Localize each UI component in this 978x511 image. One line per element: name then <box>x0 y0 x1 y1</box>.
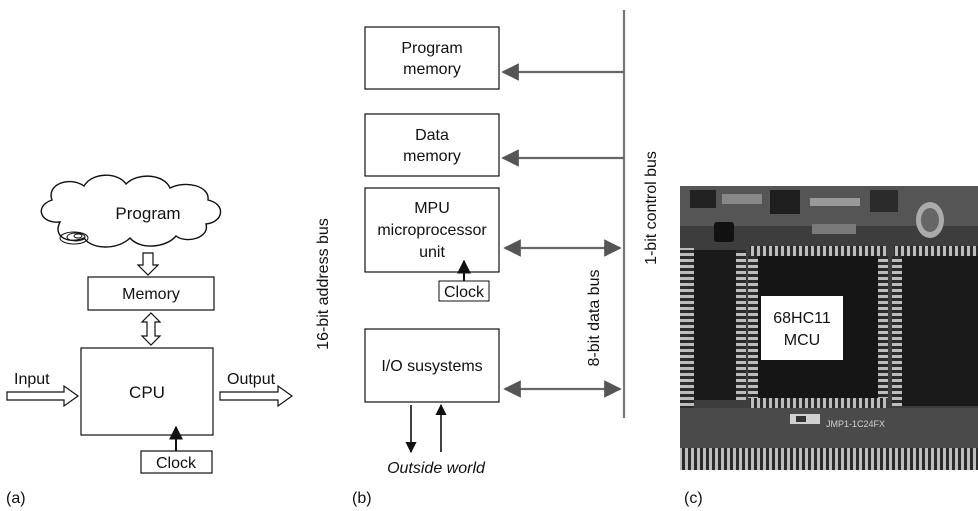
cpu-label: CPU <box>129 383 165 402</box>
clock-box <box>140 450 213 474</box>
caption-a: (a) <box>6 490 26 507</box>
io-label: I/O susystems <box>381 358 482 375</box>
input-arrow <box>6 384 80 408</box>
data-bus-label: 8-bit data bus <box>586 270 603 367</box>
mpu-clock-label: Clock <box>444 284 485 301</box>
mpu-line2: microprocessor <box>377 222 487 239</box>
io-box <box>364 328 500 403</box>
chip-label-line2: MCU <box>784 332 820 349</box>
outside-world-label: Outside world <box>387 460 486 477</box>
program-memory-line2: memory <box>403 61 461 78</box>
data-memory-line2: memory <box>403 148 461 165</box>
caption-c: (c) <box>684 490 703 507</box>
address-bus-label: 16-bit address bus <box>315 218 332 350</box>
output-arrow <box>219 384 294 408</box>
control-bus-label: 1-bit control bus <box>643 151 660 265</box>
program-to-memory-arrow <box>136 252 160 276</box>
panel-c-board-photo: 68HC11 MCU JMP1-1C24FX (c) <box>680 186 978 507</box>
output-label: Output <box>227 371 276 388</box>
mpu-line1: MPU <box>414 200 450 217</box>
input-label: Input <box>14 371 50 388</box>
cpu-box <box>80 347 214 436</box>
memory-cpu-double-arrow <box>140 312 162 346</box>
program-memory-line1: Program <box>401 40 462 57</box>
mcu-label-box <box>761 296 843 360</box>
data-memory-line1: Data <box>415 127 449 144</box>
board-marking: JMP1-1C24FX <box>826 419 885 429</box>
panel-a: Program Memory CPU Input Output Clock (a… <box>6 174 294 507</box>
program-label: Program <box>115 204 180 223</box>
mpu-line3: unit <box>419 244 445 261</box>
program-memory-box <box>364 26 500 90</box>
data-memory-box <box>364 113 500 177</box>
disk-icon <box>59 231 89 245</box>
caption-b: (b) <box>352 490 372 507</box>
mpu-box <box>364 187 500 273</box>
memory-box <box>87 276 215 311</box>
panel-b: Program memory Data memory MPU microproc… <box>315 10 660 507</box>
mpu-clock-box <box>438 280 490 302</box>
chip-label-line1: 68HC11 <box>773 310 831 327</box>
memory-label: Memory <box>122 286 180 303</box>
clock-label: Clock <box>156 455 197 472</box>
program-cloud <box>40 174 222 248</box>
